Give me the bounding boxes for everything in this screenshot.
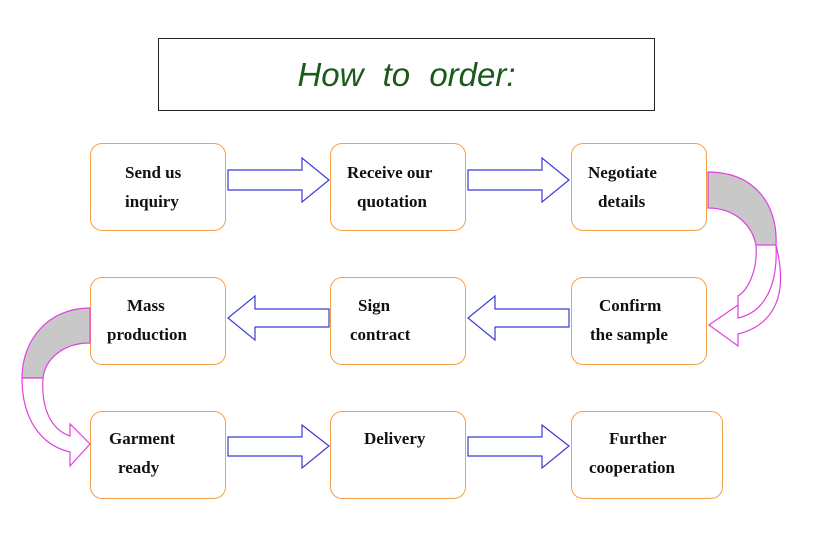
curved-arrow-right-icon — [707, 171, 782, 348]
step-confirm-sample: Confirm the sample — [571, 277, 707, 365]
arrow-left-icon — [467, 294, 570, 342]
step-garment-ready: Garment ready — [90, 411, 226, 499]
step-negotiate-details: Negotiate details — [571, 143, 707, 231]
title-box: How to order: — [158, 38, 655, 111]
step-receive-quotation: Receive our quotation — [330, 143, 466, 231]
step-sign-contract: Sign contract — [330, 277, 466, 365]
step-label-line2: production — [107, 325, 187, 344]
page-title: How to order: — [297, 55, 516, 93]
step-label-line2: quotation — [357, 192, 427, 211]
step-label-line2: contract — [350, 325, 411, 344]
step-label-line2: details — [598, 192, 646, 211]
step-label-line2: the sample — [590, 325, 668, 344]
step-label-line2: cooperation — [589, 458, 675, 477]
arrow-right-icon — [227, 156, 330, 204]
step-send-inquiry: Send us inquiry — [90, 143, 226, 231]
arrow-right-icon — [467, 156, 570, 204]
curved-arrow-left-icon — [21, 307, 91, 468]
step-label-line1: Garment — [109, 429, 176, 448]
step-label-line1: Send us — [125, 163, 182, 182]
step-label-line1: Further — [609, 429, 667, 448]
step-label-line1: Delivery — [364, 429, 426, 448]
step-further-cooperation: Further cooperation — [571, 411, 723, 499]
step-label-line1: Sign — [358, 296, 391, 315]
step-label-line1: Negotiate — [588, 163, 657, 182]
step-label-line1: Mass — [127, 296, 165, 315]
step-mass-production: Mass production — [90, 277, 226, 365]
arrow-right-icon — [227, 423, 330, 470]
arrow-left-icon — [227, 294, 330, 342]
step-label-line1: Confirm — [599, 296, 662, 315]
step-label-line2: inquiry — [125, 192, 179, 211]
arrow-right-icon — [467, 423, 570, 470]
step-delivery: Delivery — [330, 411, 466, 499]
step-label-line2: ready — [118, 458, 160, 477]
step-label-line1: Receive our — [347, 163, 433, 182]
